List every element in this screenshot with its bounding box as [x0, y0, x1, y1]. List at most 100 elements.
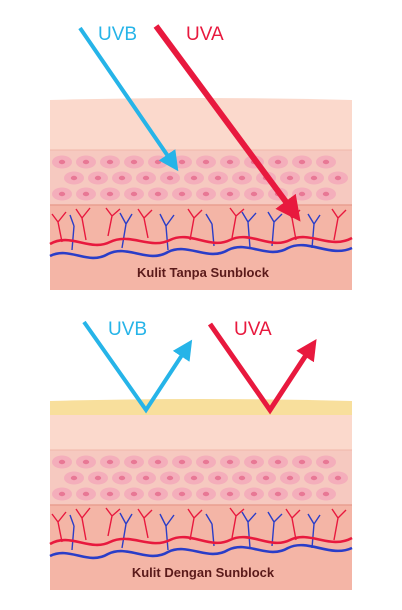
capillary-vein	[241, 211, 257, 249]
stratum-corneum-layer	[50, 98, 352, 150]
cell-nucleus	[286, 475, 294, 481]
skin-block: Kulit Tanpa Sunblock	[49, 98, 353, 290]
cell-nucleus	[130, 159, 138, 165]
uvb-label: UVB	[108, 319, 147, 340]
cell-nucleus	[226, 191, 234, 197]
cell-nucleus	[82, 159, 90, 165]
cell-nucleus	[70, 475, 78, 481]
cell-nucleus	[262, 475, 270, 481]
cell-nucleus	[322, 191, 330, 197]
cell-nucleus	[178, 459, 186, 465]
cell-nucleus	[226, 491, 234, 497]
cell-nucleus	[250, 459, 258, 465]
uvb-ray: UVB	[82, 319, 193, 414]
caption-plate	[120, 262, 290, 282]
cell-nucleus	[310, 175, 318, 181]
cell-nucleus	[202, 491, 210, 497]
cell-nucleus	[130, 459, 138, 465]
cell-nucleus	[322, 159, 330, 165]
cell-nucleus	[106, 459, 114, 465]
cell-nucleus	[202, 191, 210, 197]
cell-nucleus	[250, 191, 258, 197]
capillary-artery	[331, 208, 347, 241]
cell-nucleus	[166, 175, 174, 181]
cell-nucleus	[214, 475, 222, 481]
cell-nucleus	[106, 159, 114, 165]
cell-nucleus	[274, 491, 282, 497]
stratum-corneum-layer	[50, 415, 352, 450]
cell-nucleus	[154, 191, 162, 197]
epidermis-cells	[52, 455, 348, 501]
capillary-artery	[75, 207, 91, 241]
uva-reflected-arrow	[207, 322, 317, 415]
uva-ray: UVA	[207, 319, 317, 415]
capillary-artery	[229, 207, 245, 239]
caption: Kulit Dengan Sunblock	[132, 565, 275, 580]
capillary-artery	[105, 507, 121, 537]
cell-nucleus	[178, 191, 186, 197]
capillary-artery	[137, 208, 153, 239]
cell-nucleus	[166, 475, 174, 481]
cell-nucleus	[214, 175, 222, 181]
cell-nucleus	[82, 191, 90, 197]
capillary-vein	[69, 514, 75, 551]
capillary-vein	[307, 213, 321, 249]
cell-nucleus	[106, 191, 114, 197]
vein-line	[49, 543, 353, 560]
capillaries	[51, 507, 347, 551]
skin-block: Kulit Dengan Sunblock	[49, 399, 353, 590]
panel-without-sunblock: Kulit Tanpa Sunblock UVB UVA	[49, 24, 353, 290]
cell-nucleus	[70, 175, 78, 181]
cell-nucleus	[142, 475, 150, 481]
cell-nucleus	[202, 459, 210, 465]
cell-nucleus	[82, 491, 90, 497]
cell-nucleus	[274, 159, 282, 165]
capillary-vein	[159, 513, 175, 551]
capillary-artery	[229, 507, 245, 539]
uva-ray: UVA	[153, 24, 301, 222]
vein-line	[49, 243, 353, 260]
capillary-artery	[105, 207, 121, 237]
cell-nucleus	[286, 175, 294, 181]
capillary-vein	[69, 214, 75, 251]
sunblock-layer	[50, 399, 352, 415]
uva-label: UVA	[186, 24, 224, 45]
cell-nucleus	[298, 491, 306, 497]
capillary-artery	[187, 208, 203, 241]
cell-nucleus	[322, 459, 330, 465]
cell-nucleus	[322, 491, 330, 497]
cell-nucleus	[94, 475, 102, 481]
cell-nucleus	[178, 159, 186, 165]
artery-line	[49, 235, 353, 247]
cell-nucleus	[154, 159, 162, 165]
capillary-vein	[241, 511, 257, 549]
cell-nucleus	[154, 491, 162, 497]
uva-label: UVA	[234, 319, 272, 340]
uva-arrow	[153, 24, 301, 222]
cell-nucleus	[250, 491, 258, 497]
capillary-artery	[137, 508, 153, 539]
cell-nucleus	[154, 459, 162, 465]
capillary-artery	[331, 508, 347, 541]
capillary-artery	[51, 511, 67, 543]
cell-nucleus	[94, 175, 102, 181]
cell-nucleus	[226, 459, 234, 465]
cell-nucleus	[238, 175, 246, 181]
cell-nucleus	[58, 491, 66, 497]
caption-plate	[115, 562, 291, 582]
cell-nucleus	[226, 159, 234, 165]
cell-nucleus	[118, 475, 126, 481]
cell-nucleus	[298, 159, 306, 165]
cell-nucleus	[106, 491, 114, 497]
capillary-artery	[187, 508, 203, 541]
cell-nucleus	[190, 475, 198, 481]
cell-nucleus	[334, 475, 342, 481]
cell-nucleus	[310, 475, 318, 481]
capillary-artery	[285, 508, 301, 541]
capillary-vein	[119, 512, 133, 549]
cell-nucleus	[58, 159, 66, 165]
cell-nucleus	[130, 191, 138, 197]
cell-nucleus	[190, 175, 198, 181]
